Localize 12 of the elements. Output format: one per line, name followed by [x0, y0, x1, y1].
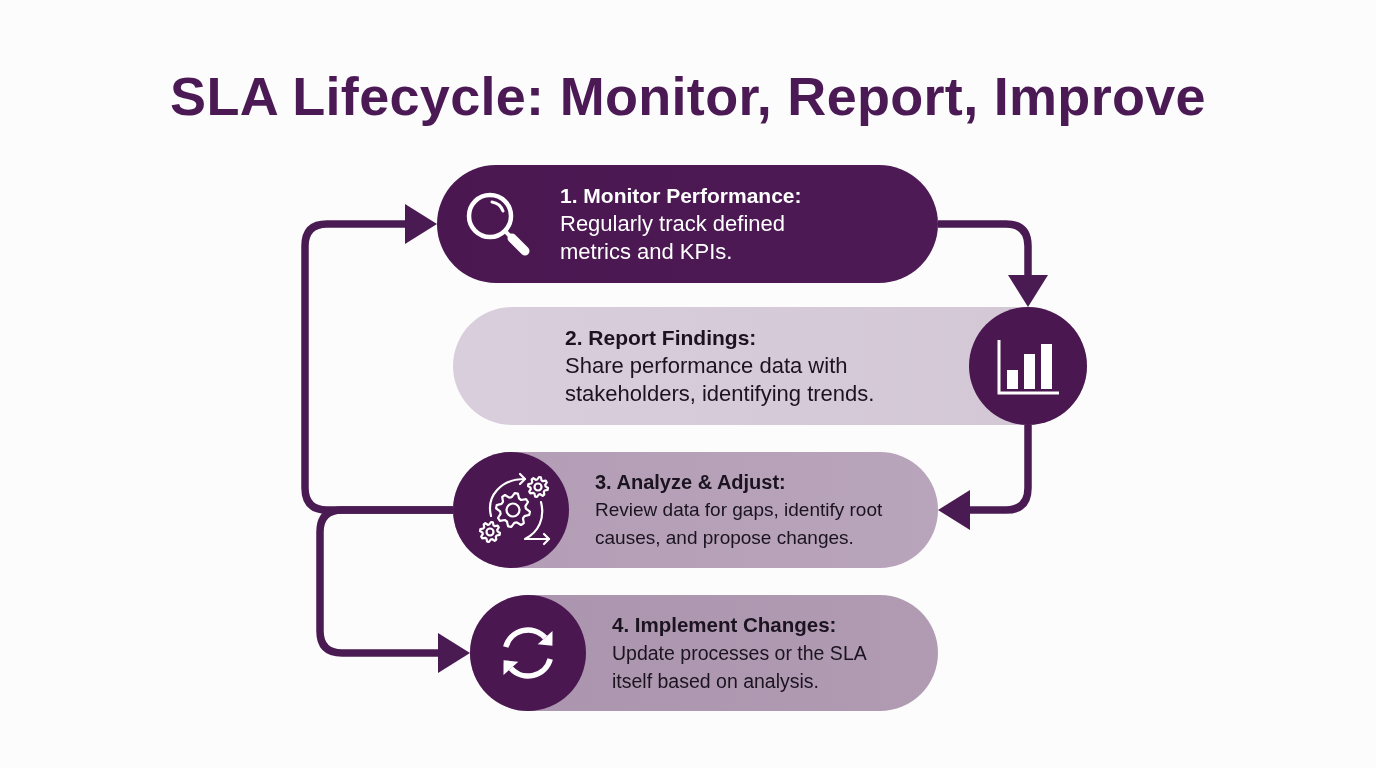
step-description: Share performance data with stakeholders, identifying trends. [565, 352, 876, 408]
diagram-title: SLA Lifecycle: Monitor, Report, Improve [170, 65, 1206, 128]
step-description: Regularly track defined metrics and KPIs. [560, 210, 786, 266]
step-heading: 1. Monitor Performance: [560, 183, 803, 209]
step-description: Review data for gaps, identify root causes, and propose changes. [595, 498, 884, 550]
flow-arrow [938, 220, 1048, 307]
step-heading: 4. Implement Changes: [612, 612, 838, 638]
step-description: Update processes or the SLA itself based on analysis. [612, 641, 868, 694]
step-heading: 3. Analyze & Adjust: [595, 470, 787, 495]
flow-arrow [938, 425, 1032, 530]
flow-arrow [316, 506, 470, 673]
step-heading: 2. Report Findings: [565, 325, 758, 351]
